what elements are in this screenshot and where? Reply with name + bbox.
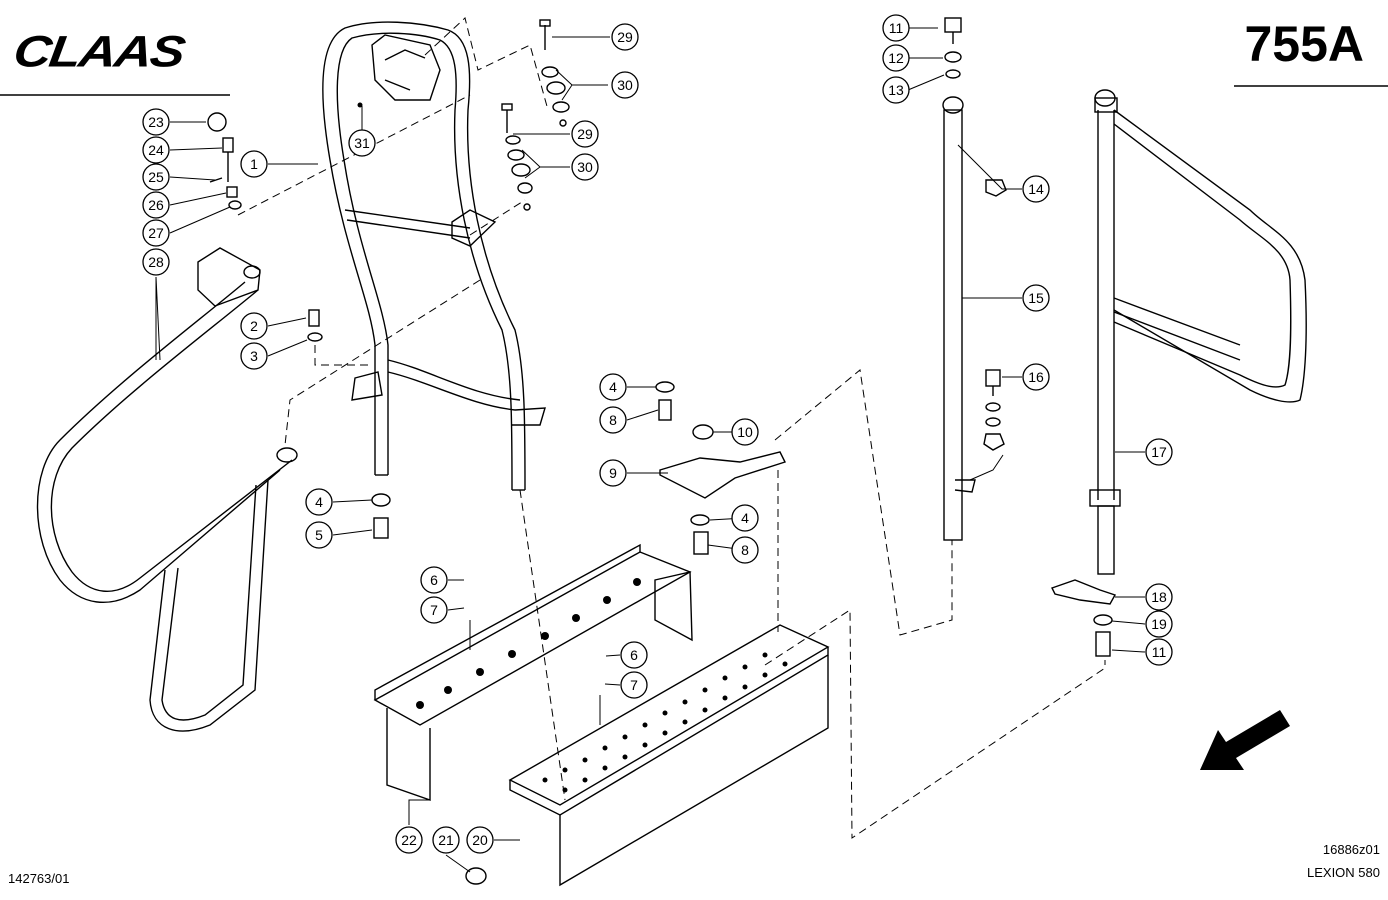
callout-label: 13 <box>888 82 904 98</box>
callout-label: 30 <box>617 77 633 93</box>
callout-label: 25 <box>148 169 164 185</box>
callout-label: 4 <box>315 494 323 510</box>
callout-6: 6 <box>620 641 648 669</box>
callout-label: 7 <box>630 677 638 693</box>
callout-4: 4 <box>599 373 627 401</box>
callout-8: 8 <box>731 536 759 564</box>
callout-1: 1 <box>240 150 268 178</box>
callout-2: 2 <box>240 312 268 340</box>
callout-label: 18 <box>1151 589 1167 605</box>
callout-7: 7 <box>420 596 448 624</box>
callout-label: 8 <box>741 542 749 558</box>
callout-label: 20 <box>472 832 488 848</box>
callout-label: 12 <box>888 50 904 66</box>
page-code: 755A <box>1244 16 1364 72</box>
callout-18: 18 <box>1145 583 1173 611</box>
callout-label: 3 <box>250 348 258 364</box>
callout-29: 29 <box>571 120 599 148</box>
callout-label: 27 <box>148 225 164 241</box>
callout-30: 30 <box>571 153 599 181</box>
callout-label: 1 <box>250 156 258 172</box>
callout-label: 8 <box>609 412 617 428</box>
callout-4: 4 <box>305 488 333 516</box>
callout-14: 14 <box>1022 175 1050 203</box>
leader-lines <box>155 27 1146 873</box>
callout-4: 4 <box>731 504 759 532</box>
callout-label: 29 <box>617 29 633 45</box>
callout-31: 31 <box>348 129 376 157</box>
callout-11: 11 <box>882 14 910 42</box>
callout-label: 23 <box>148 114 164 130</box>
callout-label: 15 <box>1028 290 1044 306</box>
callout-label: 2 <box>250 318 258 334</box>
callout-label: 11 <box>1152 644 1167 660</box>
platform-holes <box>357 102 788 793</box>
callout-8: 8 <box>599 406 627 434</box>
callout-16: 16 <box>1022 363 1050 391</box>
callout-label: 28 <box>148 254 164 270</box>
callout-label: 16 <box>1028 369 1044 385</box>
callout-29: 29 <box>611 23 639 51</box>
callout-label: 14 <box>1028 181 1044 197</box>
callout-3: 3 <box>240 342 268 370</box>
callout-5: 5 <box>305 521 333 549</box>
callout-label: 17 <box>1151 444 1167 460</box>
assembly-lines <box>237 17 1106 839</box>
callout-label: 6 <box>430 572 438 588</box>
callout-label: 31 <box>354 135 370 151</box>
model-name: LEXION 580 <box>1307 865 1380 880</box>
callout-label: 5 <box>315 527 323 543</box>
callout-label: 26 <box>148 197 164 213</box>
callout-layer: 1234567489104867111213141516171819112021… <box>142 14 1173 854</box>
callout-label: 10 <box>737 424 753 440</box>
callout-27: 27 <box>142 219 170 247</box>
callout-label: 30 <box>577 159 593 175</box>
callout-label: 7 <box>430 602 438 618</box>
callout-label: 29 <box>577 126 593 142</box>
callout-label: 4 <box>609 379 617 395</box>
callout-20: 20 <box>466 826 494 854</box>
callout-11: 11 <box>1145 638 1173 666</box>
callout-label: 9 <box>609 465 617 481</box>
callout-label: 21 <box>438 832 454 848</box>
callout-21: 21 <box>432 826 460 854</box>
drawing-number: 142763/01 <box>8 871 70 886</box>
direction-arrow-icon <box>1200 710 1290 770</box>
callout-label: 19 <box>1151 616 1167 632</box>
callout-label: 24 <box>148 142 164 158</box>
callout-22: 22 <box>395 826 423 854</box>
callout-23: 23 <box>142 108 170 136</box>
callout-label: 4 <box>741 510 749 526</box>
callout-17: 17 <box>1145 438 1173 466</box>
callout-28: 28 <box>142 248 170 276</box>
callout-10: 10 <box>731 418 759 446</box>
callout-label: 11 <box>889 20 904 36</box>
part-outlines <box>36 17 1307 887</box>
callout-30: 30 <box>611 71 639 99</box>
callout-26: 26 <box>142 191 170 219</box>
callout-25: 25 <box>142 163 170 191</box>
callout-9: 9 <box>599 459 627 487</box>
callout-15: 15 <box>1022 284 1050 312</box>
callout-13: 13 <box>882 76 910 104</box>
callout-label: 22 <box>401 832 417 848</box>
callout-label: 6 <box>630 647 638 663</box>
callout-24: 24 <box>142 136 170 164</box>
callout-7: 7 <box>620 671 648 699</box>
callout-19: 19 <box>1145 610 1173 638</box>
callout-12: 12 <box>882 44 910 72</box>
callout-6: 6 <box>420 566 448 594</box>
figure-number: 16886z01 <box>1322 842 1380 857</box>
